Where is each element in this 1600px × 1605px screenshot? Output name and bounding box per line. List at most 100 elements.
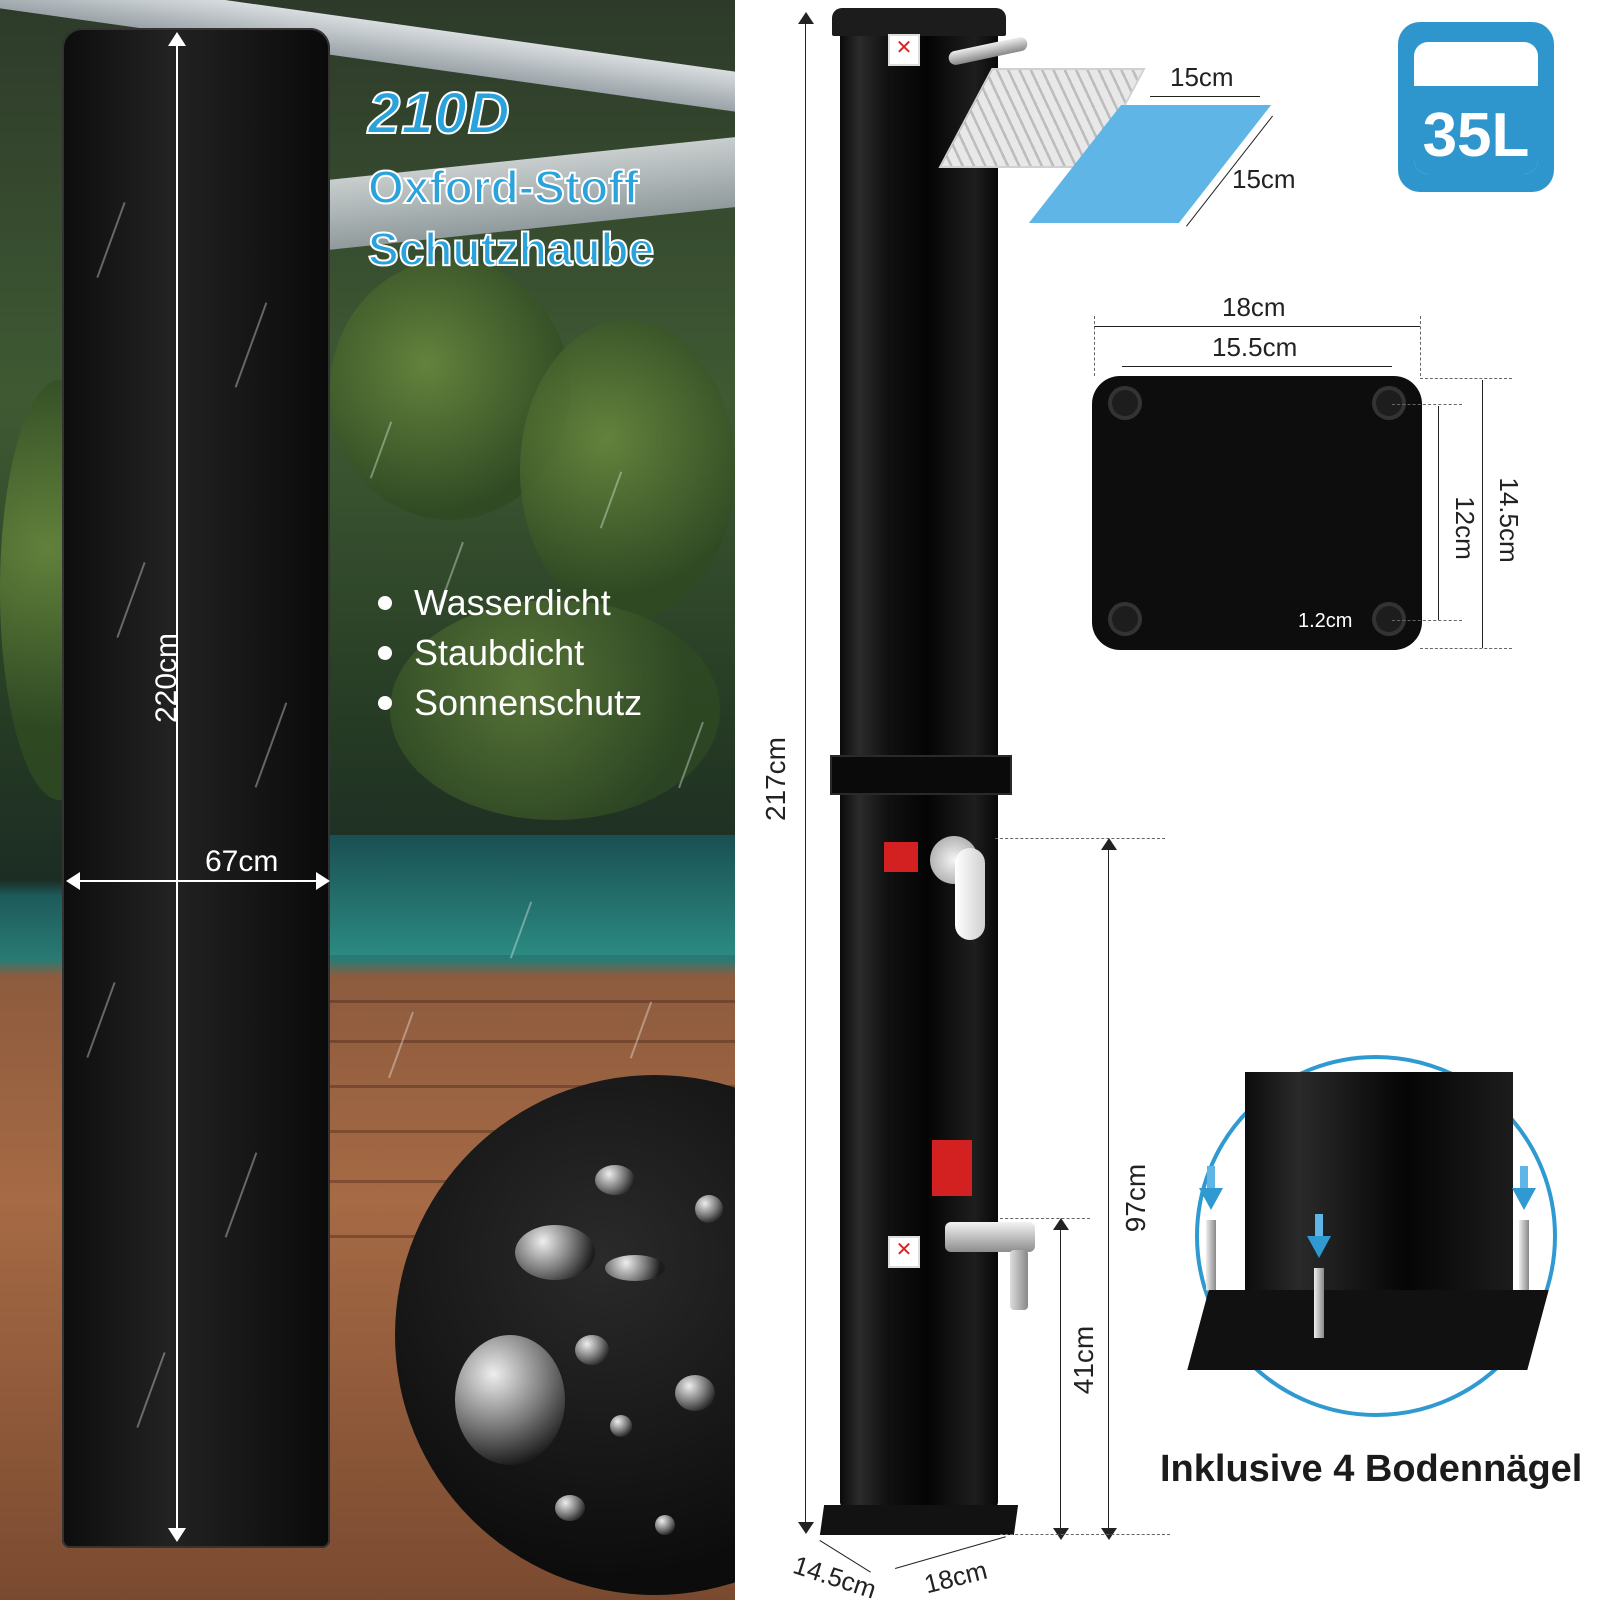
cover-photo-panel: 220cm 67cm 210D Oxford-Stoff Schutzhaube… xyxy=(0,0,735,1600)
cover-width-label: 67cm xyxy=(205,845,279,878)
feature-item: Staubdicht xyxy=(378,632,584,674)
feature-label: Sonnenschutz xyxy=(414,682,643,723)
tank-water-icon xyxy=(1414,86,1538,174)
feature-item: Wasserdicht xyxy=(378,582,611,624)
arrow-shaft xyxy=(1520,1166,1528,1188)
mounting-hole xyxy=(1372,386,1406,420)
plate-outer-width-label: 18cm xyxy=(1222,292,1286,322)
foliage xyxy=(520,320,735,620)
ground-nail xyxy=(1314,1268,1324,1338)
arrow-shaft xyxy=(1207,1166,1215,1188)
foot-tap xyxy=(945,1222,1035,1252)
capacity-label: 35L xyxy=(1422,101,1530,170)
deck-plank xyxy=(330,1000,735,1003)
plate-guide xyxy=(1420,378,1512,379)
plate-hole-height-label: 12cm xyxy=(1450,496,1480,560)
deck-plank xyxy=(330,1085,735,1088)
plate-guide xyxy=(1420,648,1512,649)
arrow-up-icon xyxy=(1053,1218,1069,1230)
protective-cover xyxy=(62,28,330,1548)
bullet-icon xyxy=(378,696,392,710)
cover-title-line1: 210D xyxy=(367,80,511,147)
base-depth-label: 14.5cm xyxy=(789,1549,880,1605)
floor-guide-line xyxy=(1000,1534,1170,1535)
capacity-badge: 35L xyxy=(1398,22,1554,192)
arrow-up-icon xyxy=(168,32,186,46)
ground-nail xyxy=(1206,1220,1216,1290)
warning-sticker xyxy=(932,1140,972,1196)
plate-hole-height-line xyxy=(1438,406,1439,620)
bullet-icon xyxy=(378,596,392,610)
wrench-icon: ✕ xyxy=(888,34,920,66)
ground-nail xyxy=(1519,1220,1529,1290)
water-drop xyxy=(605,1255,665,1281)
plate-guide xyxy=(1392,620,1462,621)
mounting-flange xyxy=(1187,1290,1549,1370)
base-width-label: 18cm xyxy=(921,1554,991,1600)
arrow-down-icon xyxy=(1307,1236,1331,1258)
warning-sticker xyxy=(884,842,918,872)
arrow-down-icon xyxy=(798,1522,814,1534)
arrow-up-icon xyxy=(1101,838,1117,850)
water-drop xyxy=(555,1495,585,1521)
head-width-label: 15cm xyxy=(1170,62,1234,92)
mixer-lever xyxy=(955,848,985,940)
water-drop xyxy=(695,1195,723,1223)
mounting-hole xyxy=(1108,386,1142,420)
tank-icon xyxy=(1414,42,1538,174)
mounting-hole xyxy=(1372,602,1406,636)
bullet-icon xyxy=(378,646,392,660)
arrow-down-icon xyxy=(168,1528,186,1542)
plate-guide xyxy=(1392,404,1462,405)
feature-label: Wasserdicht xyxy=(414,582,611,623)
cover-height-label: 220cm xyxy=(150,632,183,724)
head-width-line xyxy=(1150,96,1260,97)
ground-nails-caption: Inklusive 4 Bodennägel xyxy=(1160,1448,1583,1490)
plate-hole-width-line xyxy=(1122,366,1392,367)
total-height-label: 217cm xyxy=(760,736,791,822)
plate-hole-width-label: 15.5cm xyxy=(1212,332,1298,362)
arrow-right-icon xyxy=(316,872,330,890)
tap-height-label: 41cm xyxy=(1068,1325,1099,1395)
feature-label: Staubdicht xyxy=(414,632,585,673)
plate-outer-width-line xyxy=(1094,326,1420,327)
water-drop xyxy=(515,1225,595,1280)
foot-tap-spout xyxy=(1010,1250,1028,1310)
water-drop xyxy=(455,1335,565,1465)
deck-plank xyxy=(330,1040,735,1043)
water-drop xyxy=(655,1515,675,1535)
rain-streak xyxy=(388,1011,414,1079)
plate-guide xyxy=(1094,316,1095,376)
shower-top-cap xyxy=(832,8,1006,36)
water-drop xyxy=(610,1415,632,1437)
total-height-line xyxy=(805,16,806,1526)
fabric-closeup xyxy=(395,1075,735,1595)
shower-base xyxy=(819,1505,1019,1535)
tap-height-line xyxy=(1060,1222,1061,1532)
base-plate: 1.2cm xyxy=(1092,376,1422,650)
mixer-guide-line xyxy=(995,838,1165,839)
cover-title-line3: Schutzhaube xyxy=(367,222,655,276)
arrow-down-icon xyxy=(1199,1188,1223,1210)
foliage xyxy=(390,600,720,820)
pool-water xyxy=(330,835,735,955)
mounting-hole xyxy=(1108,602,1142,636)
arrow-down-icon xyxy=(1512,1188,1536,1210)
plate-outer-height-line xyxy=(1482,380,1483,648)
cover-width-line xyxy=(72,880,320,882)
shower-post-base xyxy=(1245,1072,1513,1324)
water-drop xyxy=(675,1375,715,1411)
rain-streak xyxy=(629,1001,653,1059)
cover-height-line xyxy=(176,36,178,1536)
mixer-height-line xyxy=(1108,842,1109,1532)
arrow-shaft xyxy=(1315,1214,1323,1236)
water-drop xyxy=(595,1165,635,1195)
water-drop xyxy=(575,1335,609,1365)
mixer-height-label: 97cm xyxy=(1120,1163,1151,1233)
plate-outer-height-label: 14.5cm xyxy=(1494,477,1524,563)
wrench-icon: ✕ xyxy=(888,1236,920,1268)
hole-offset-label: 1.2cm xyxy=(1298,610,1353,632)
plate-guide xyxy=(1420,316,1421,376)
arrow-up-icon xyxy=(798,12,814,24)
arrow-left-icon xyxy=(66,872,80,890)
